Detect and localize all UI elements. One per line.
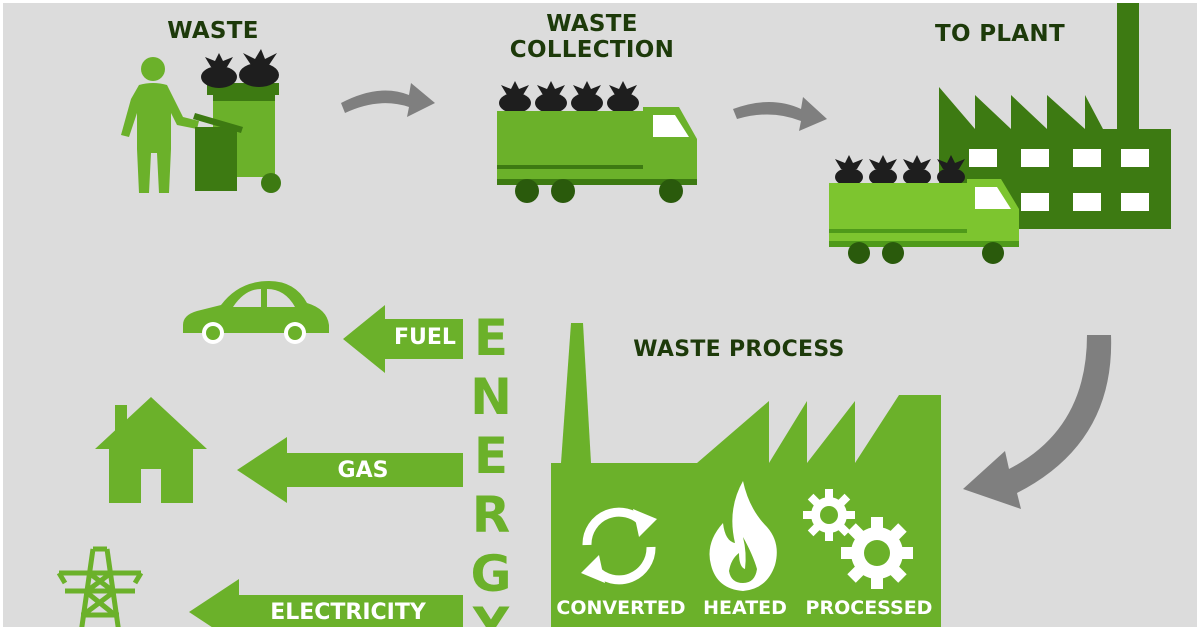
step-waste-label: WASTE: [167, 18, 259, 44]
garbage-bag-icon: [201, 49, 279, 88]
energy-letter-y: Y: [472, 597, 510, 627]
energy-letter-n: N: [470, 368, 512, 426]
step-collection-line2: COLLECTION: [509, 37, 675, 64]
stage-converted-label: CONVERTED: [556, 597, 686, 619]
car-icon: [183, 281, 329, 344]
step-to-plant-label: TO PLANT: [935, 21, 1065, 47]
person-icon: [121, 57, 199, 193]
arrow-icon: [189, 579, 463, 627]
output-electricity-label: ELECTRICITY: [270, 600, 426, 625]
flame-icon: [709, 481, 777, 591]
step-collection-label: WASTE COLLECTION: [497, 11, 687, 64]
diagram-canvas: WASTE WASTE COLLECTION: [3, 3, 1197, 627]
power-tower-icon: [56, 546, 144, 627]
output-fuel-label: FUEL: [394, 325, 456, 350]
arrow-icon: [963, 335, 1112, 509]
truck-icon: [829, 155, 1019, 264]
house-icon: [95, 397, 207, 503]
arrow-icon: [343, 305, 463, 373]
recycle-icon: [581, 507, 657, 585]
stage-processed-label: PROCESSED: [805, 597, 933, 619]
energy-letter-e2: E: [473, 427, 509, 485]
gears-icon: [803, 489, 913, 589]
arrow-icon: [237, 437, 463, 503]
energy-letter-e1: E: [473, 309, 509, 367]
arrow-icon: [341, 83, 435, 117]
output-gas-label: GAS: [337, 458, 389, 483]
bin-icon: [193, 83, 281, 193]
arrow-icon: [733, 97, 827, 131]
waste-process-label: WASTE PROCESS: [633, 337, 845, 362]
truck-icon: [497, 81, 697, 203]
energy-letter-g: G: [470, 545, 512, 603]
step-collection-line1: WASTE: [546, 11, 638, 37]
energy-letter-r: R: [471, 486, 511, 544]
stage-heated-label: HEATED: [703, 597, 787, 619]
